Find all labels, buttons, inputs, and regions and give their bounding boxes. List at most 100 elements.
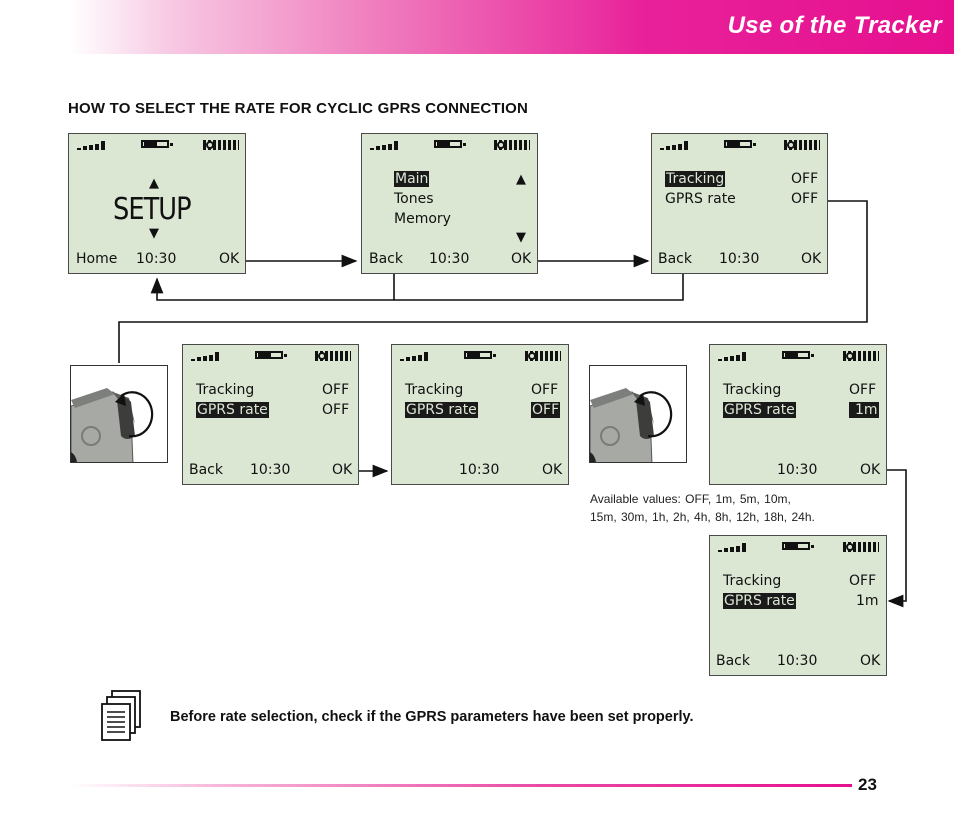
page-number: 23	[858, 775, 877, 794]
row-tracking-label[interactable]: Tracking	[723, 573, 782, 589]
status-bar	[362, 139, 537, 151]
battery-icon	[141, 140, 173, 148]
page-title: Use of the Tracker	[727, 12, 942, 39]
clock: 10:30	[777, 653, 818, 669]
row-gprs-value[interactable]: OFF	[531, 402, 561, 418]
softkey-left[interactable]: Home	[76, 251, 118, 267]
softkey-left[interactable]: Back	[189, 462, 223, 478]
rotate-jog-icon	[590, 388, 673, 462]
battery-icon	[255, 351, 287, 359]
row-gprs-label[interactable]: GPRS rate	[665, 191, 736, 207]
arrow-back-s3	[394, 274, 684, 301]
gps-icon	[203, 140, 239, 150]
gps-icon	[525, 351, 561, 361]
row-gprs-value: OFF	[322, 402, 350, 418]
phone-jog-illustration	[70, 365, 168, 463]
menu-item-main[interactable]: Main	[394, 171, 430, 187]
menu-item-tones[interactable]: Tones	[394, 191, 434, 207]
arrow-back-s2	[150, 274, 395, 301]
softkey-right[interactable]: OK	[860, 462, 881, 478]
row-gprs-value[interactable]: 1m	[849, 402, 879, 418]
softkey-right[interactable]: OK	[219, 251, 240, 267]
row-tracking-label[interactable]: Tracking	[196, 382, 255, 398]
row-gprs-label[interactable]: GPRS rate	[723, 593, 796, 609]
clock: 10:30	[136, 251, 177, 267]
phone-jog-illustration-2	[589, 365, 687, 463]
row-gprs-label[interactable]: GPRS rate	[723, 402, 796, 418]
header-bar: Use of the Tracker	[70, 0, 954, 54]
softkey-right[interactable]: OK	[332, 462, 353, 478]
gps-icon	[843, 542, 879, 552]
row-tracking-label[interactable]: Tracking	[405, 382, 464, 398]
gps-icon	[843, 351, 879, 361]
softkey-left[interactable]: Back	[658, 251, 692, 267]
rotate-jog-icon	[71, 388, 154, 462]
row-tracking-value: OFF	[849, 382, 877, 398]
status-bar	[69, 139, 245, 151]
row-gprs-label[interactable]: GPRS rate	[196, 402, 269, 418]
battery-icon	[782, 542, 814, 550]
battery-icon	[782, 351, 814, 359]
arrow-s3-next	[118, 200, 868, 363]
signal-icon	[191, 352, 221, 361]
battery-icon	[434, 140, 466, 148]
row-tracking-label[interactable]: Tracking	[723, 382, 782, 398]
scroll-up-icon: ▲	[149, 176, 159, 191]
status-bar	[392, 350, 568, 362]
section-title: HOW TO SELECT THE RATE FOR CYCLIC GPRS C…	[68, 100, 529, 117]
scroll-down-icon: ▼	[149, 226, 159, 241]
setup-label: SETUP	[113, 192, 192, 227]
row-tracking-value: OFF	[531, 382, 559, 398]
signal-icon	[400, 352, 430, 361]
gps-icon	[784, 140, 820, 150]
status-bar	[652, 139, 827, 151]
footer-rule	[70, 784, 852, 787]
softkey-right[interactable]: OK	[860, 653, 881, 669]
row-tracking-value: OFF	[322, 382, 350, 398]
lcd-screen-gprs-1m-edit: Tracking OFF GPRS rate 1m 10:30 OK	[709, 344, 887, 485]
softkey-left[interactable]: Back	[716, 653, 750, 669]
gps-icon	[494, 140, 530, 150]
softkey-right[interactable]: OK	[801, 251, 822, 267]
signal-icon	[77, 141, 107, 150]
row-tracking-value: OFF	[791, 171, 819, 187]
battery-icon	[464, 351, 496, 359]
signal-icon	[370, 141, 400, 150]
lcd-screen-setup: ▲ SETUP ▼ Home 10:30 OK	[68, 133, 246, 274]
status-bar	[710, 541, 886, 553]
row-gprs-label[interactable]: GPRS rate	[405, 402, 478, 418]
available-values-line2: 15m, 30m, 1h, 2h, 4h, 8h, 12h, 18h, 24h.	[590, 510, 815, 524]
scroll-up-icon: ▲	[516, 172, 526, 187]
status-bar	[183, 350, 358, 362]
row-tracking-value: OFF	[849, 573, 877, 589]
lcd-screen-tracking: Tracking OFF GPRS rate OFF Back 10:30 OK	[651, 133, 828, 274]
note-text: Before rate selection, check if the GPRS…	[170, 709, 694, 725]
row-tracking-label[interactable]: Tracking	[665, 171, 726, 187]
clock: 10:30	[777, 462, 818, 478]
available-values-line1: Available values: OFF, 1m, 5m, 10m,	[590, 492, 791, 506]
softkey-right[interactable]: OK	[511, 251, 532, 267]
signal-icon	[660, 141, 690, 150]
clock: 10:30	[429, 251, 470, 267]
signal-icon	[718, 352, 748, 361]
softkey-left[interactable]: Back	[369, 251, 403, 267]
clock: 10:30	[719, 251, 760, 267]
status-bar	[710, 350, 886, 362]
clock: 10:30	[250, 462, 291, 478]
available-values-note: Available values: OFF, 1m, 5m, 10m, 15m,…	[590, 490, 815, 526]
arrow-s6-s7	[876, 469, 907, 608]
lcd-screen-gprs-select: Tracking OFF GPRS rate OFF Back 10:30 OK	[182, 344, 359, 485]
lcd-screen-gprs-1m-saved: Tracking OFF GPRS rate 1m Back 10:30 OK	[709, 535, 887, 676]
clock: 10:30	[459, 462, 500, 478]
gps-icon	[315, 351, 351, 361]
row-gprs-value: OFF	[791, 191, 819, 207]
menu-item-memory[interactable]: Memory	[394, 211, 451, 227]
battery-icon	[724, 140, 756, 148]
lcd-screen-gprs-edit: Tracking OFF GPRS rate OFF 10:30 OK	[391, 344, 569, 485]
signal-icon	[718, 543, 748, 552]
scroll-down-icon: ▼	[516, 230, 526, 245]
softkey-right[interactable]: OK	[542, 462, 563, 478]
lcd-screen-menu: Main Tones Memory ▲ ▼ Back 10:30 OK	[361, 133, 538, 274]
row-gprs-value: 1m	[856, 593, 879, 609]
